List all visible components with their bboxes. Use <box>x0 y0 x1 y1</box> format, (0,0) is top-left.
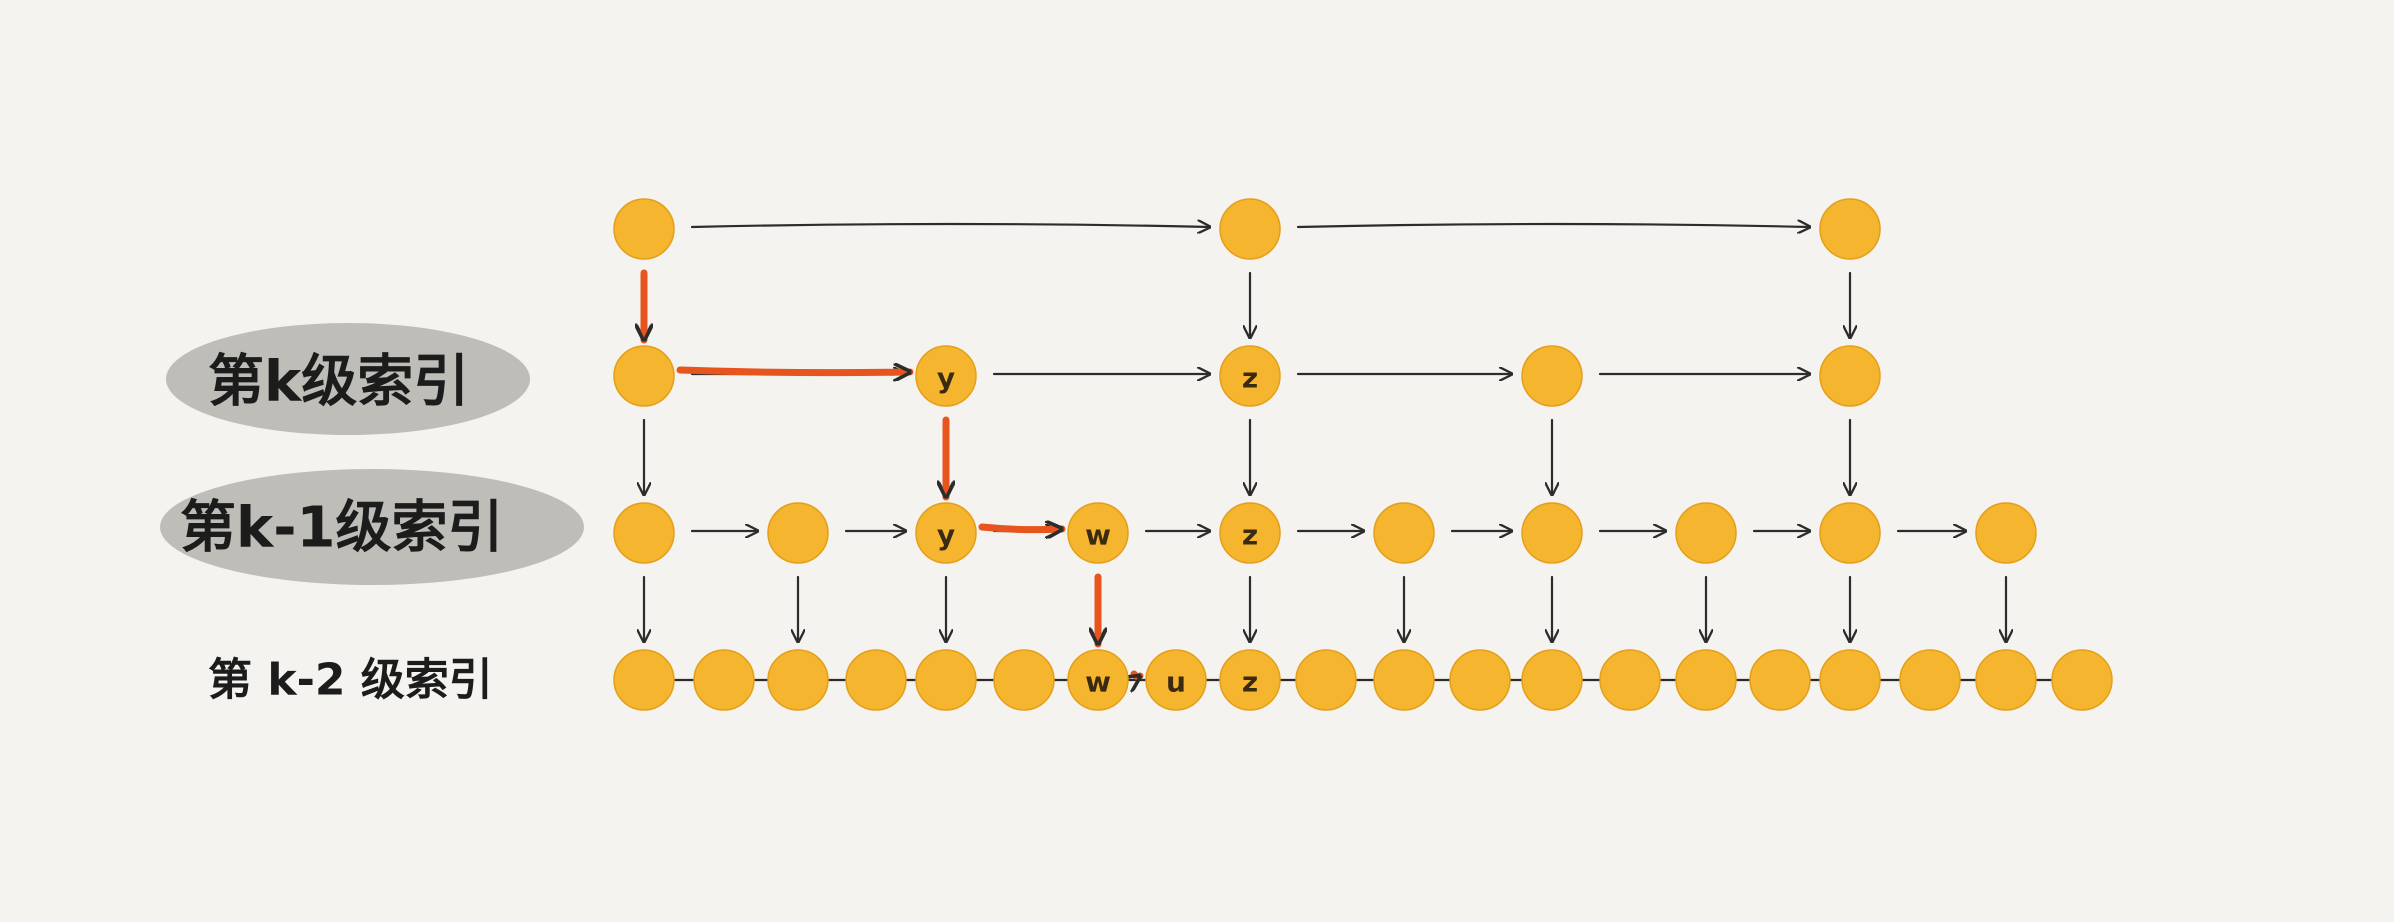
node-k-0 <box>613 345 675 407</box>
node-k-2-15 <box>1749 649 1811 711</box>
node-circle <box>1675 649 1737 711</box>
node-k-2-4 <box>915 649 977 711</box>
node-k-1-0 <box>613 502 675 564</box>
node-k-2-7: u <box>1145 649 1207 711</box>
node-label: u <box>1166 666 1186 699</box>
node-circle <box>1819 502 1881 564</box>
node-circle <box>1067 649 1129 711</box>
node-k-1: y <box>915 345 977 407</box>
node-k-2-10 <box>1373 649 1435 711</box>
arrow-top-1-to-2 <box>1296 224 1810 227</box>
node-circle <box>1819 649 1881 711</box>
node-circle <box>613 198 675 260</box>
node-circle <box>1899 649 1961 711</box>
node-circle <box>1219 345 1281 407</box>
node-k-2-9 <box>1295 649 1357 711</box>
node-k-2-3 <box>845 649 907 711</box>
node-label: z <box>1242 519 1258 552</box>
node-label: w <box>1085 519 1111 552</box>
node-circle <box>1819 345 1881 407</box>
search-path-layer <box>644 269 1140 677</box>
level-k-bubble <box>166 323 530 435</box>
node-circle <box>915 649 977 711</box>
node-circle <box>993 649 1055 711</box>
node-label: z <box>1242 666 1258 699</box>
node-top-1 <box>1219 198 1281 260</box>
node-circle <box>1219 502 1281 564</box>
node-k-2-8: z <box>1219 649 1281 711</box>
node-k-2-19 <box>2051 649 2113 711</box>
node-circle <box>1675 502 1737 564</box>
node-circle <box>613 345 675 407</box>
node-label: z <box>1242 362 1258 395</box>
node-k-2-11 <box>1449 649 1511 711</box>
node-label: w <box>1085 666 1111 699</box>
level-k-label: 第k级索引 <box>208 350 469 415</box>
node-k-1-6 <box>1521 502 1583 564</box>
node-top-0 <box>613 198 675 260</box>
node-layer: y z y w z w u z <box>613 198 2113 711</box>
node-circle <box>1819 198 1881 260</box>
node-k-2: z <box>1219 345 1281 407</box>
node-circle <box>1219 198 1281 260</box>
node-k-1-4: z <box>1219 502 1281 564</box>
node-label: y <box>937 519 955 552</box>
node-k-2-1 <box>693 649 755 711</box>
node-k-2-14 <box>1675 649 1737 711</box>
node-circle <box>1521 345 1583 407</box>
node-circle <box>1521 649 1583 711</box>
node-k-1-8 <box>1819 502 1881 564</box>
node-k-4 <box>1819 345 1881 407</box>
node-circle <box>693 649 755 711</box>
node-circle <box>1749 649 1811 711</box>
node-circle <box>613 649 675 711</box>
node-circle <box>1145 649 1207 711</box>
node-circle <box>1975 502 2037 564</box>
node-circle <box>915 345 977 407</box>
node-circle <box>1599 649 1661 711</box>
node-k-2-17 <box>1899 649 1961 711</box>
node-k-2-0 <box>613 649 675 711</box>
node-k-2-5 <box>993 649 1055 711</box>
node-circle <box>845 649 907 711</box>
node-k-2-2 <box>767 649 829 711</box>
node-circle <box>1449 649 1511 711</box>
node-circle <box>1067 502 1129 564</box>
node-k-2-12 <box>1521 649 1583 711</box>
node-circle <box>1521 502 1583 564</box>
level-k-1-label: 第k-1级索引 <box>180 496 503 561</box>
search-path-step-1 <box>676 370 914 373</box>
node-circle <box>1219 649 1281 711</box>
node-circle <box>1373 649 1435 711</box>
node-k-2-6: w <box>1067 649 1129 711</box>
node-k-1-2: y <box>915 502 977 564</box>
node-circle <box>767 649 829 711</box>
search-path-step-5 <box>1134 670 1140 677</box>
node-k-1-1 <box>767 502 829 564</box>
node-circle <box>613 502 675 564</box>
node-k-1-9 <box>1975 502 2037 564</box>
level-k-2-label: 第 k-2 级索引 <box>208 655 493 706</box>
node-circle <box>915 502 977 564</box>
node-circle <box>767 502 829 564</box>
node-k-2-18 <box>1975 649 2037 711</box>
node-circle <box>1975 649 2037 711</box>
node-circle <box>1295 649 1357 711</box>
node-k-1-7 <box>1675 502 1737 564</box>
node-k-1-3: w <box>1067 502 1129 564</box>
node-k-2-13 <box>1599 649 1661 711</box>
node-circle <box>2051 649 2113 711</box>
edge-layer <box>644 224 2056 682</box>
node-k-3 <box>1521 345 1583 407</box>
arrow-top-0-to-1 <box>690 224 1210 227</box>
node-circle <box>1373 502 1435 564</box>
node-label: y <box>937 362 955 395</box>
node-k-2-16 <box>1819 649 1881 711</box>
level-k-1-bubble <box>160 469 584 585</box>
node-top-2 <box>1819 198 1881 260</box>
node-k-1-5 <box>1373 502 1435 564</box>
search-path-step-3 <box>978 527 1066 530</box>
